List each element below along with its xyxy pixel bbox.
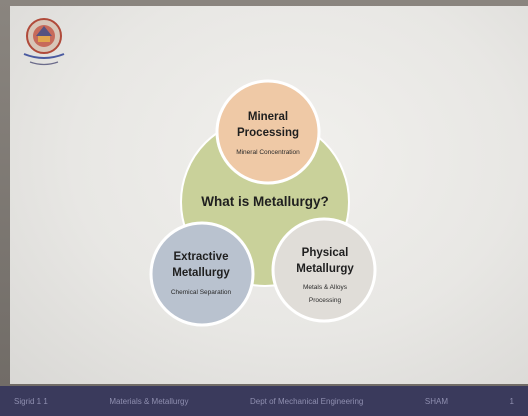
physical-title-line-2: Metallurgy xyxy=(296,263,354,275)
footer-author: SHAM xyxy=(424,396,449,406)
physical-subtitle-line-1: Metals & Alloys xyxy=(303,284,348,291)
metallurgy-diagram: What is Metallurgy? Mineral Processing M… xyxy=(149,79,377,327)
extractive-title-line-2: Metallurgy xyxy=(172,267,230,279)
institution-logo xyxy=(23,18,65,66)
mineral-title-line-1: Mineral xyxy=(248,111,288,123)
footer-department: Dept of Mechanical Engineering xyxy=(249,396,364,406)
center-title: What is Metallurgy? xyxy=(201,194,329,209)
mineral-processing-circle xyxy=(215,79,321,185)
physical-metallurgy-circle xyxy=(271,217,377,323)
footer-course: Materials & Metallurgy xyxy=(109,396,189,406)
physical-subtitle-line-2: Processing xyxy=(309,297,342,304)
slide: What is Metallurgy? Mineral Processing M… xyxy=(10,6,528,384)
slide-footer: Sigrid 1 1 Materials & Metallurgy Dept o… xyxy=(0,386,528,416)
footer-page-number: 1 xyxy=(509,396,514,406)
physical-title-line-1: Physical xyxy=(302,247,349,259)
mineral-subtitle: Mineral Concentration xyxy=(236,149,300,156)
footer-left-text: Sigrid 1 1 xyxy=(14,396,48,406)
extractive-subtitle: Chemical Separation xyxy=(171,289,232,296)
mineral-title-line-2: Processing xyxy=(237,127,299,139)
extractive-title-line-1: Extractive xyxy=(174,251,229,263)
extractive-metallurgy-circle xyxy=(149,221,255,327)
